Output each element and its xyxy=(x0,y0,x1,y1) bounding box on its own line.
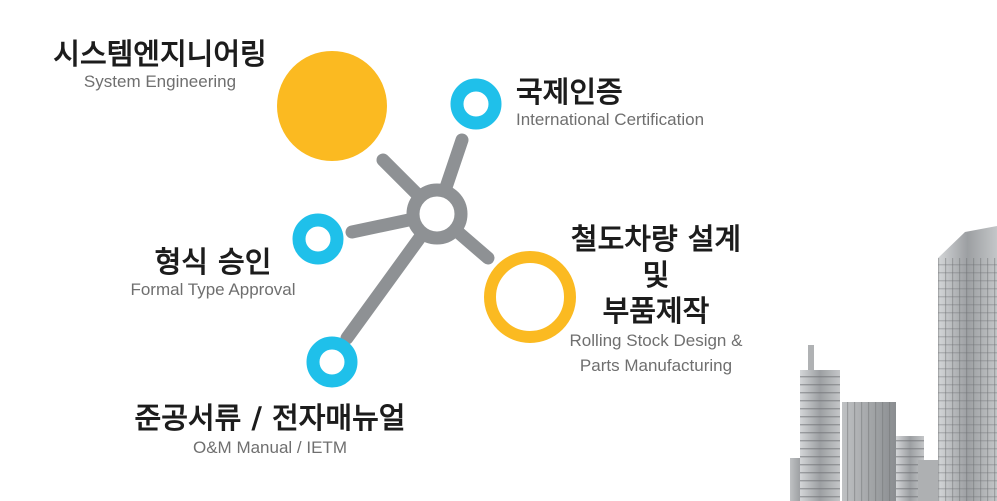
rolling-stock-label: 철도차량 설계 및 부품제작 Rolling Stock Design & Pa… xyxy=(540,221,772,376)
rolling-stock-title-line-2: 및 xyxy=(642,258,670,292)
city-skyline-illustration xyxy=(790,226,997,501)
system-engineering-label: 시스템엔지니어링 System Engineering xyxy=(40,36,280,92)
rolling-stock-circle xyxy=(484,251,576,343)
hub-connectors xyxy=(340,133,495,345)
system-engineering-title: 시스템엔지니어링 xyxy=(53,37,267,71)
formal-type-approval-title: 형식 승인 xyxy=(154,245,272,279)
formal-type-approval-label: 형식 승인 Formal Type Approval xyxy=(100,244,326,300)
om-manual-subtitle: O&M Manual / IETM xyxy=(193,438,347,457)
rolling-stock-title-line-3: 부품제작 xyxy=(602,294,710,328)
international-certification-circle xyxy=(450,78,502,130)
system-engineering-subtitle: System Engineering xyxy=(83,72,237,91)
formal-type-approval-circle xyxy=(292,213,344,265)
international-certification-title: 국제인증 xyxy=(516,75,623,109)
system-engineering-circle xyxy=(277,51,387,161)
rolling-stock-subtitle-line-2: Parts Manufacturing xyxy=(579,356,733,375)
international-certification-label: 국제인증 International Certification xyxy=(516,74,704,130)
om-manual-circle xyxy=(306,336,358,388)
rolling-stock-subtitle-line-1: Rolling Stock Design & xyxy=(569,331,743,350)
formal-type-approval-subtitle: Formal Type Approval xyxy=(130,280,296,299)
om-manual-title: 준공서류 / 전자매뉴얼 xyxy=(134,401,406,435)
hub-ring xyxy=(406,183,468,245)
om-manual-label: 준공서류 / 전자매뉴얼 O&M Manual / IETM xyxy=(100,400,440,458)
international-certification-subtitle: International Certification xyxy=(516,110,705,129)
rolling-stock-title-line-1: 철도차량 설계 xyxy=(570,222,742,256)
